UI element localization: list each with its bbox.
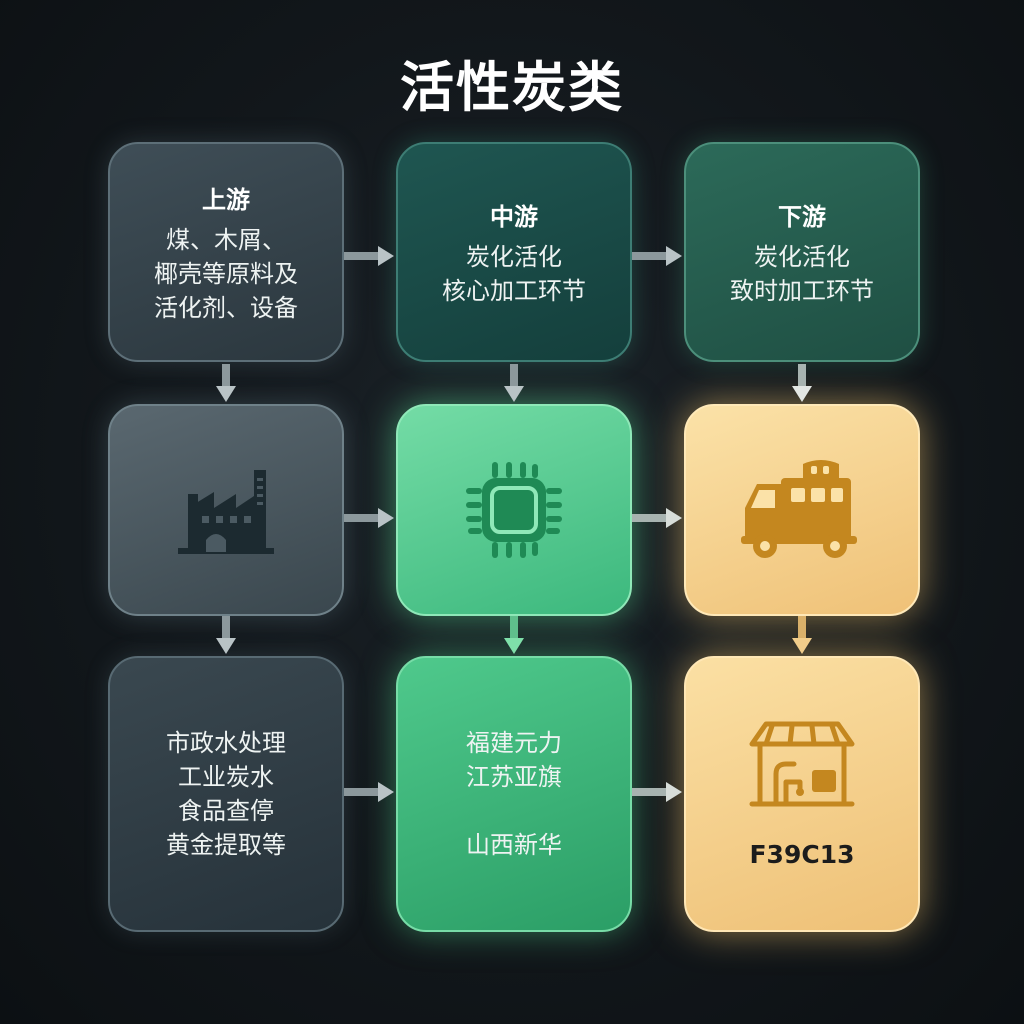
- arrow-down: [214, 364, 238, 404]
- downstream-line-1: 炭化活化: [754, 242, 850, 271]
- upstream-heading: 上游: [202, 185, 250, 214]
- application-item: 工业炭水: [178, 763, 274, 791]
- arrow-right: [632, 244, 684, 268]
- truck-card: [684, 404, 920, 616]
- downstream-card: 下游 炭化活化 致时加工环节: [684, 142, 920, 362]
- arrow-down: [502, 616, 526, 656]
- chip-card: [396, 404, 632, 616]
- arrow-right: [344, 506, 396, 530]
- arrow-right: [632, 780, 684, 804]
- midstream-line-2: 核心加工环节: [442, 276, 586, 305]
- downstream-heading: 下游: [778, 202, 826, 231]
- application-item: 食品查停: [178, 797, 274, 825]
- applications-card: 市政水处理 工业炭水 食品查停 黄金提取等: [108, 656, 344, 932]
- upstream-card: 上游 煤、木屑、 椰壳等原料及 活化剂、设备: [108, 142, 344, 362]
- upstream-line-1: 煤、木屑、: [166, 225, 286, 254]
- upstream-line-2: 椰壳等原料及: [154, 259, 298, 288]
- arrow-down: [790, 364, 814, 404]
- midstream-line-1: 炭化活化: [466, 242, 562, 271]
- arrow-right: [344, 780, 396, 804]
- downstream-line-2: 致时加工环节: [730, 276, 874, 305]
- arrow-down: [502, 364, 526, 404]
- store-icon: [749, 721, 855, 807]
- factory-icon: [178, 470, 274, 554]
- diagram-title: 活性炭类: [400, 56, 624, 119]
- arrow-down: [790, 616, 814, 656]
- chip-icon: [466, 462, 562, 558]
- code-label: F39C13: [749, 840, 855, 869]
- company-item: 山西新华: [466, 831, 562, 859]
- company-item: 江苏亚旗: [466, 763, 562, 791]
- companies-card: 福建元力 江苏亚旗 山西新华: [396, 656, 632, 932]
- store-card: F39C13: [684, 656, 920, 932]
- arrow-right: [344, 244, 396, 268]
- midstream-heading: 中游: [490, 202, 538, 231]
- company-item: 福建元力: [466, 729, 562, 757]
- truck-icon: [741, 460, 857, 558]
- factory-card: [108, 404, 344, 616]
- arrow-right: [632, 506, 684, 530]
- arrow-down: [214, 616, 238, 656]
- upstream-line-3: 活化剂、设备: [154, 293, 298, 322]
- midstream-card: 中游 炭化活化 核心加工环节: [396, 142, 632, 362]
- application-item: 黄金提取等: [166, 831, 286, 859]
- application-item: 市政水处理: [166, 729, 286, 757]
